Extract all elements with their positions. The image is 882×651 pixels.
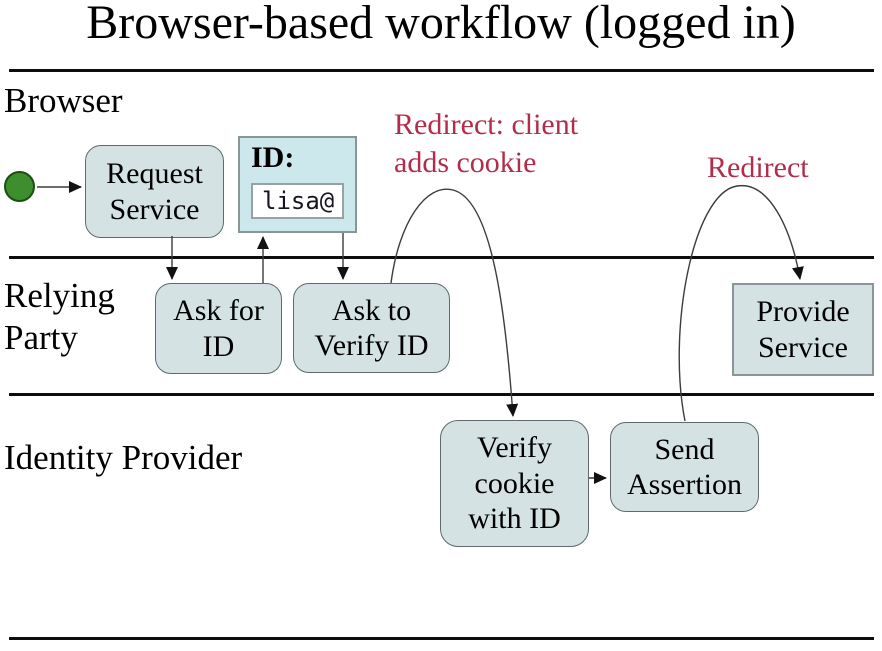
node-label: Send Assertion — [627, 432, 742, 501]
node-label: Provide Service — [756, 295, 850, 364]
node-label: Ask to Verify ID — [314, 293, 429, 362]
lane-label-identity-provider: Identity Provider — [4, 438, 243, 477]
bottom-divider — [9, 637, 874, 640]
id-form: ID: — [238, 136, 357, 233]
lane-label-relying-party: Relying Party — [4, 276, 115, 357]
lane-label-browser: Browser — [4, 81, 123, 120]
title-divider — [9, 69, 874, 72]
node-ask-to-verify-id: Ask to Verify ID — [293, 283, 450, 373]
node-label: Ask for ID — [173, 294, 264, 363]
node-ask-for-id: Ask for ID — [155, 283, 282, 374]
node-label: Request Service — [106, 157, 203, 226]
node-label: Verify cookie with ID — [468, 431, 561, 536]
node-request-service: Request Service — [85, 145, 224, 238]
node-verify-cookie-with-id: Verify cookie with ID — [440, 420, 589, 547]
diagram-title: Browser-based workflow (logged in) — [86, 0, 796, 49]
id-form-label: ID: — [251, 141, 295, 174]
lane-divider-browser-relying — [9, 256, 874, 259]
start-node — [4, 171, 35, 202]
annotation-redirect-cookie: Redirect: client adds cookie — [394, 108, 579, 179]
id-input[interactable] — [251, 183, 344, 219]
node-provide-service: Provide Service — [732, 283, 874, 376]
annotation-redirect: Redirect — [707, 151, 809, 184]
node-send-assertion: Send Assertion — [610, 422, 759, 512]
lane-divider-relying-idp — [9, 393, 874, 396]
